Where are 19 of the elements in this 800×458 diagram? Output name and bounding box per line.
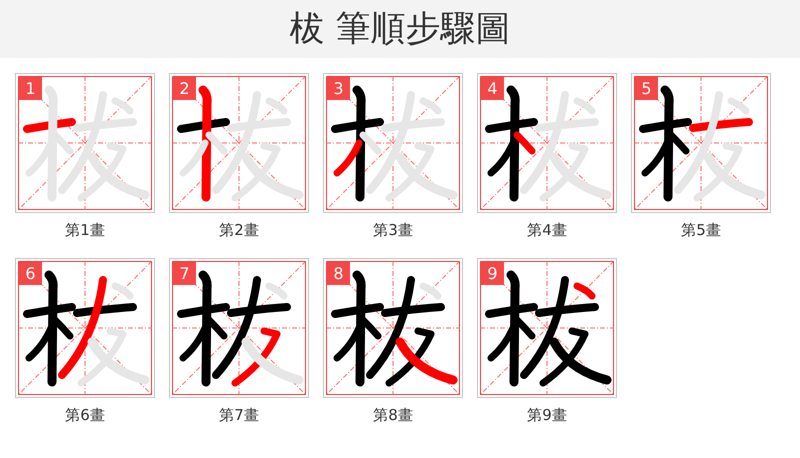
step-number: 6: [19, 262, 42, 285]
step-number: 8: [327, 262, 350, 285]
step-caption: 第9畫: [527, 406, 567, 424]
step-number: 4: [481, 77, 504, 100]
step-caption: 第4畫: [527, 221, 567, 239]
step-caption: 第6畫: [65, 406, 105, 424]
step-caption: 第5畫: [681, 221, 721, 239]
step-number: 9: [481, 262, 504, 285]
step-caption: 第3畫: [373, 221, 413, 239]
step-number: 2: [173, 77, 196, 100]
step-caption: 第1畫: [65, 221, 105, 239]
step-number: 1: [19, 77, 42, 100]
step-caption: 第7畫: [219, 406, 259, 424]
page-title: 柭 筆順步驟圖: [289, 9, 511, 49]
step-number: 7: [173, 262, 196, 285]
step-number: 5: [635, 77, 658, 100]
step-number: 3: [327, 77, 350, 100]
step-caption: 第8畫: [373, 406, 413, 424]
step-caption: 第2畫: [219, 221, 259, 239]
